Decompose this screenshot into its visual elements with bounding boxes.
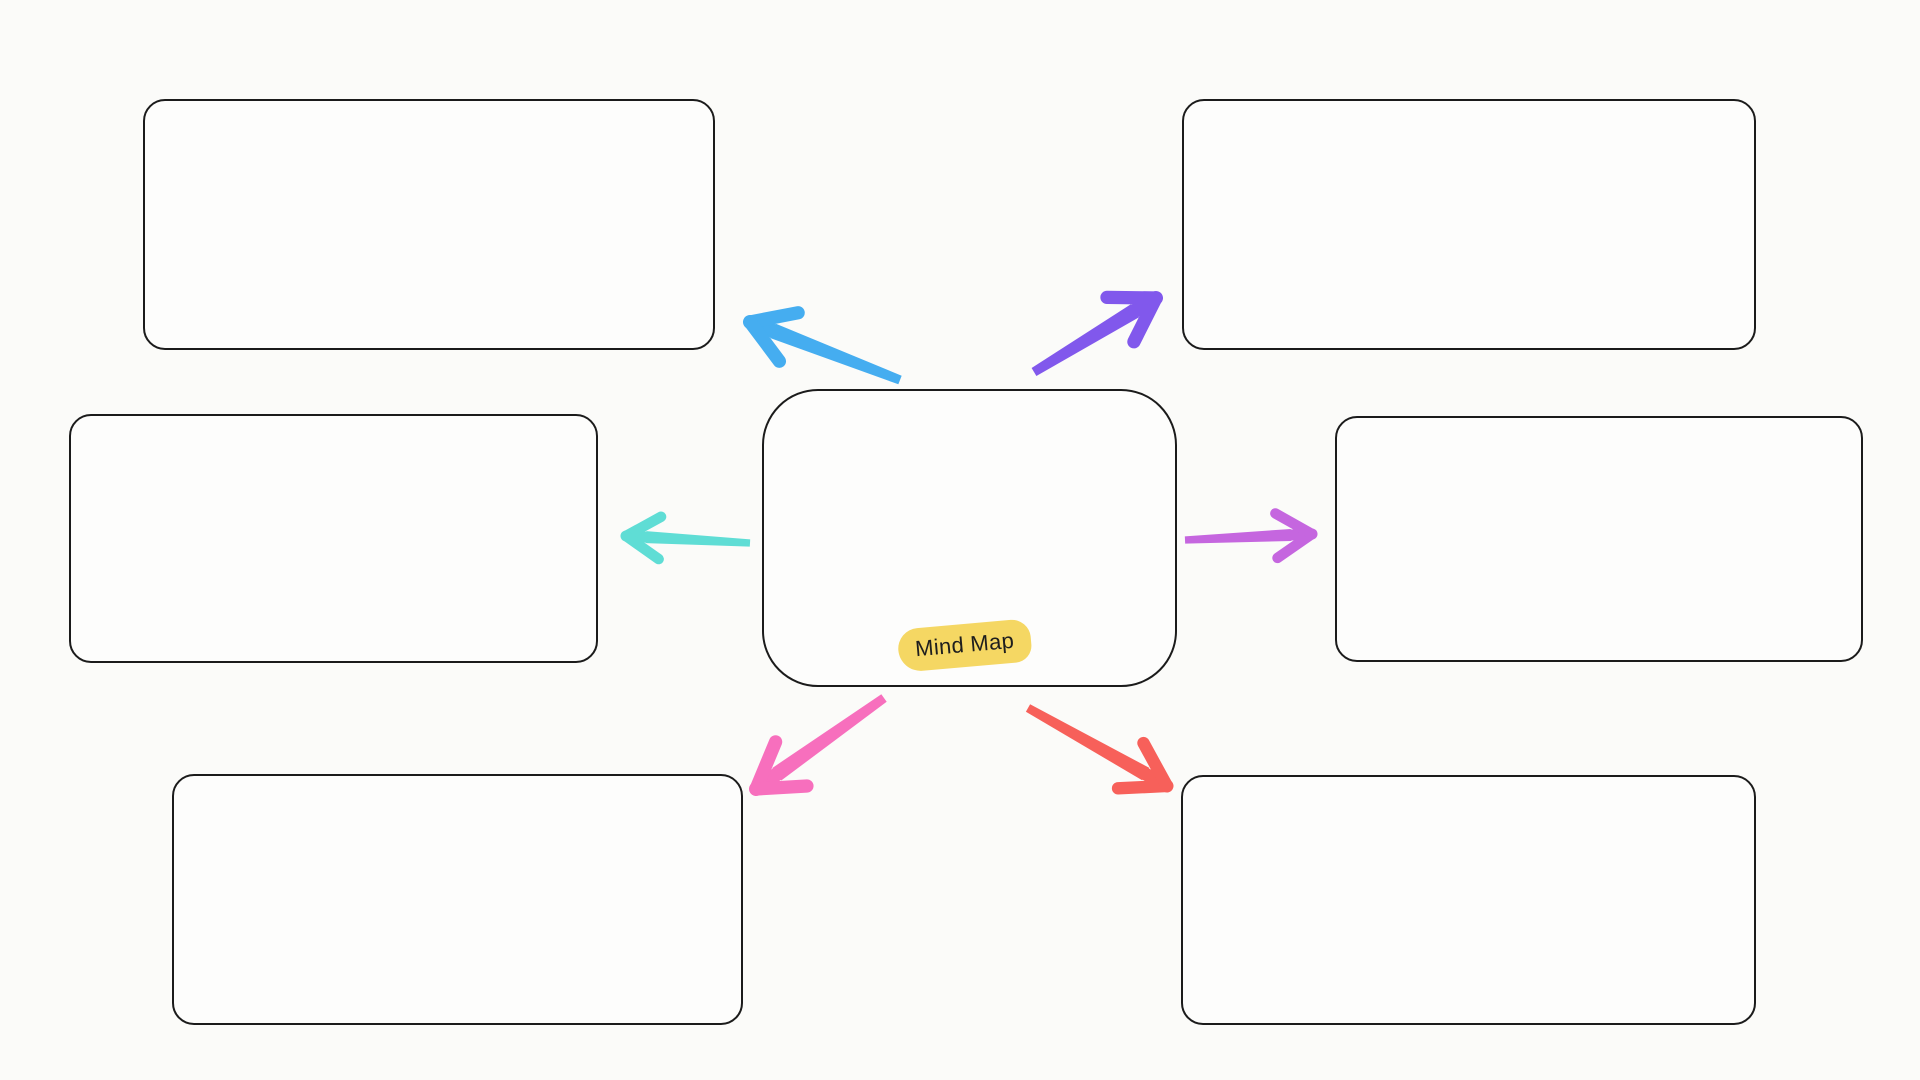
branch-node-bottom-right[interactable] [1181, 775, 1756, 1025]
branch-node-middle-left[interactable] [69, 414, 598, 663]
arrow-bottom-left[interactable] [749, 694, 887, 796]
branch-node-bottom-left[interactable] [172, 774, 743, 1025]
branch-node-top-left[interactable] [143, 99, 715, 350]
arrow-left[interactable] [620, 511, 751, 565]
center-node-label-pill[interactable]: Mind Map [896, 618, 1033, 673]
arrow-right[interactable] [1184, 508, 1318, 564]
arrow-top-right[interactable] [1031, 290, 1163, 376]
arrow-top-left[interactable] [743, 306, 902, 385]
arrow-bottom-right[interactable] [1025, 704, 1174, 795]
branch-node-middle-right[interactable] [1335, 416, 1863, 662]
center-node[interactable]: Mind Map [762, 389, 1177, 687]
center-node-label: Mind Map [913, 627, 1015, 662]
branch-node-top-right[interactable] [1182, 99, 1756, 350]
